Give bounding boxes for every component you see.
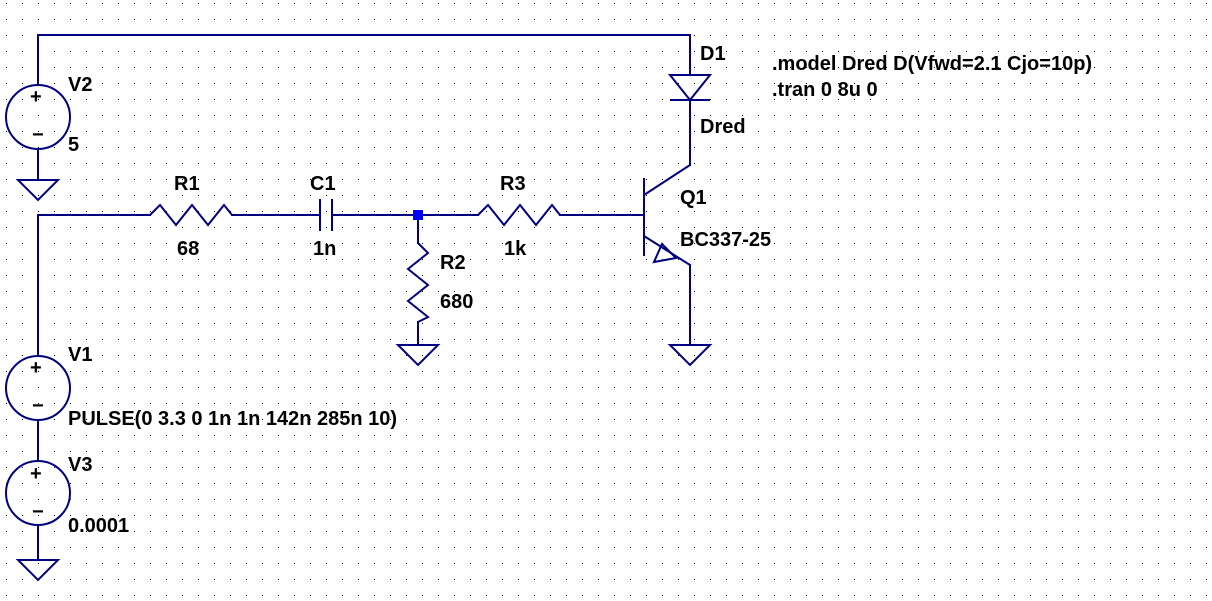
v2-source-symbol[interactable]	[5, 84, 71, 150]
d1-name-label[interactable]: D1	[700, 43, 726, 65]
v2-name-label[interactable]: V2	[68, 74, 93, 96]
ground-symbol-q1	[667, 344, 713, 367]
q1-name-label[interactable]: Q1	[680, 187, 707, 209]
junction-dot[interactable]	[413, 210, 423, 220]
r1-name-label[interactable]: R1	[174, 173, 200, 195]
wire-input-net[interactable]	[37, 214, 151, 356]
grid-dots	[6, 3, 1207, 596]
c1-name-label[interactable]: C1	[310, 173, 336, 195]
tran-directive[interactable]: .tran 0 8u 0	[772, 79, 878, 101]
v1-source-symbol[interactable]	[5, 355, 71, 421]
v3-value-label[interactable]: 0.0001	[68, 515, 130, 537]
v1-name-label[interactable]: V1	[68, 344, 93, 366]
v3-minus-sign: −	[32, 501, 44, 523]
r2-value-label[interactable]: 680	[440, 291, 474, 313]
v3-source-symbol[interactable]	[5, 460, 71, 526]
r1-resistor-symbol[interactable]	[149, 203, 233, 227]
ground-symbol-r2	[395, 344, 441, 367]
c1-capacitor-symbol[interactable]	[319, 199, 333, 231]
wire-top-rail[interactable]	[37, 34, 691, 86]
d1-diode-symbol[interactable]	[667, 74, 713, 125]
ground-symbol-v3	[15, 559, 61, 582]
r3-name-label[interactable]: R3	[500, 173, 526, 195]
d1-value-label[interactable]: Dred	[700, 116, 746, 138]
r3-value-label[interactable]: 1k	[504, 238, 527, 260]
r1-value-label[interactable]: 68	[177, 238, 200, 260]
v1-plus-sign: +	[30, 357, 42, 379]
r3-resistor-symbol[interactable]	[477, 203, 561, 227]
v3-name-label[interactable]: V3	[68, 454, 93, 476]
r2-name-label[interactable]: R2	[440, 252, 466, 274]
v2-plus-sign: +	[30, 86, 42, 108]
r2-resistor-symbol[interactable]	[406, 242, 430, 323]
v2-minus-sign: −	[32, 124, 44, 146]
model-directive[interactable]: .model Dred D(Vfwd=2.1 Cjo=10p)	[772, 53, 1093, 75]
ground-symbol-v2	[15, 179, 61, 202]
q1-transistor-symbol[interactable]	[643, 164, 691, 266]
c1-value-label[interactable]: 1n	[313, 238, 337, 260]
v2-value-label[interactable]: 5	[68, 134, 80, 156]
v1-minus-sign: −	[32, 395, 44, 417]
v1-value-label[interactable]: PULSE(0 3.3 0 1n 1n 142n 285n 10)	[68, 408, 398, 430]
v3-plus-sign: +	[30, 463, 42, 485]
q1-value-label[interactable]: BC337-25	[680, 229, 772, 251]
